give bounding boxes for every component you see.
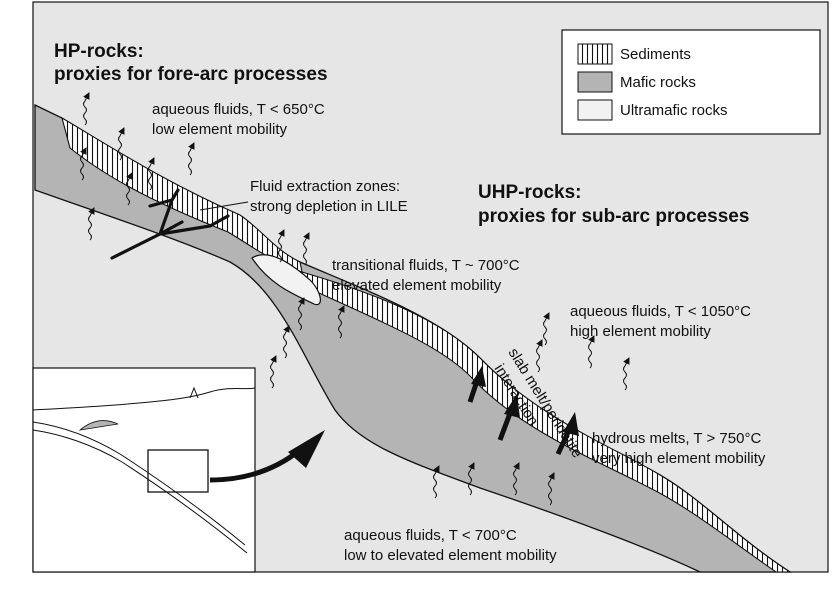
label-aq1050-line1: aqueous fluids, T < 1050°C <box>570 303 751 320</box>
label-aq650-line1: aqueous fluids, T < 650°C <box>152 101 325 118</box>
fez-leader <box>199 201 249 211</box>
legend: Sediments Mafic rocks Ultramafic rocks <box>561 29 821 135</box>
label-aq650-line2: low element mobility <box>152 121 288 138</box>
label-fez-line2: strong depletion in LILE <box>250 198 408 215</box>
label-fez-line1: Fluid extraction zones: <box>250 178 400 195</box>
label-trans-line1: transitional fluids, T ~ 700°C <box>332 257 520 274</box>
legend-swatch-sediments <box>577 43 613 65</box>
uhp-title-line1: UHP-rocks: <box>478 182 581 203</box>
label-aq1050-line2: high element mobility <box>570 323 711 340</box>
label-aq700-line1: aqueous fluids, T < 700°C <box>344 527 517 544</box>
sediment-layer-lower <box>301 271 792 573</box>
ultramafic-lens <box>251 254 321 306</box>
label-trans-line2: elevated element mobility <box>332 277 502 294</box>
hp-title-line1: HP-rocks: <box>54 41 144 62</box>
legend-label-mafic: Mafic rocks <box>620 74 696 91</box>
label-hyd-line1: hydrous melts, T > 750°C <box>592 430 761 447</box>
label-aq700-line2: low to elevated element mobility <box>344 547 557 564</box>
inset-map <box>32 367 256 573</box>
melt-arrows <box>467 366 579 456</box>
inset-zoom-arrowhead <box>288 430 325 468</box>
legend-swatch-ultramafic <box>577 99 613 121</box>
legend-label-ultramafic: Ultramafic rocks <box>620 102 728 119</box>
legend-label-sediments: Sediments <box>620 46 691 63</box>
label-hyd-line2: very high element mobility <box>592 450 766 467</box>
fluid-arrows <box>80 92 630 506</box>
uhp-title-line2: proxies for sub-arc processes <box>478 206 749 227</box>
hp-title-line2: proxies for fore-arc processes <box>54 64 328 85</box>
legend-swatch-mafic <box>577 71 613 93</box>
fluid-extraction-veins <box>110 188 230 260</box>
